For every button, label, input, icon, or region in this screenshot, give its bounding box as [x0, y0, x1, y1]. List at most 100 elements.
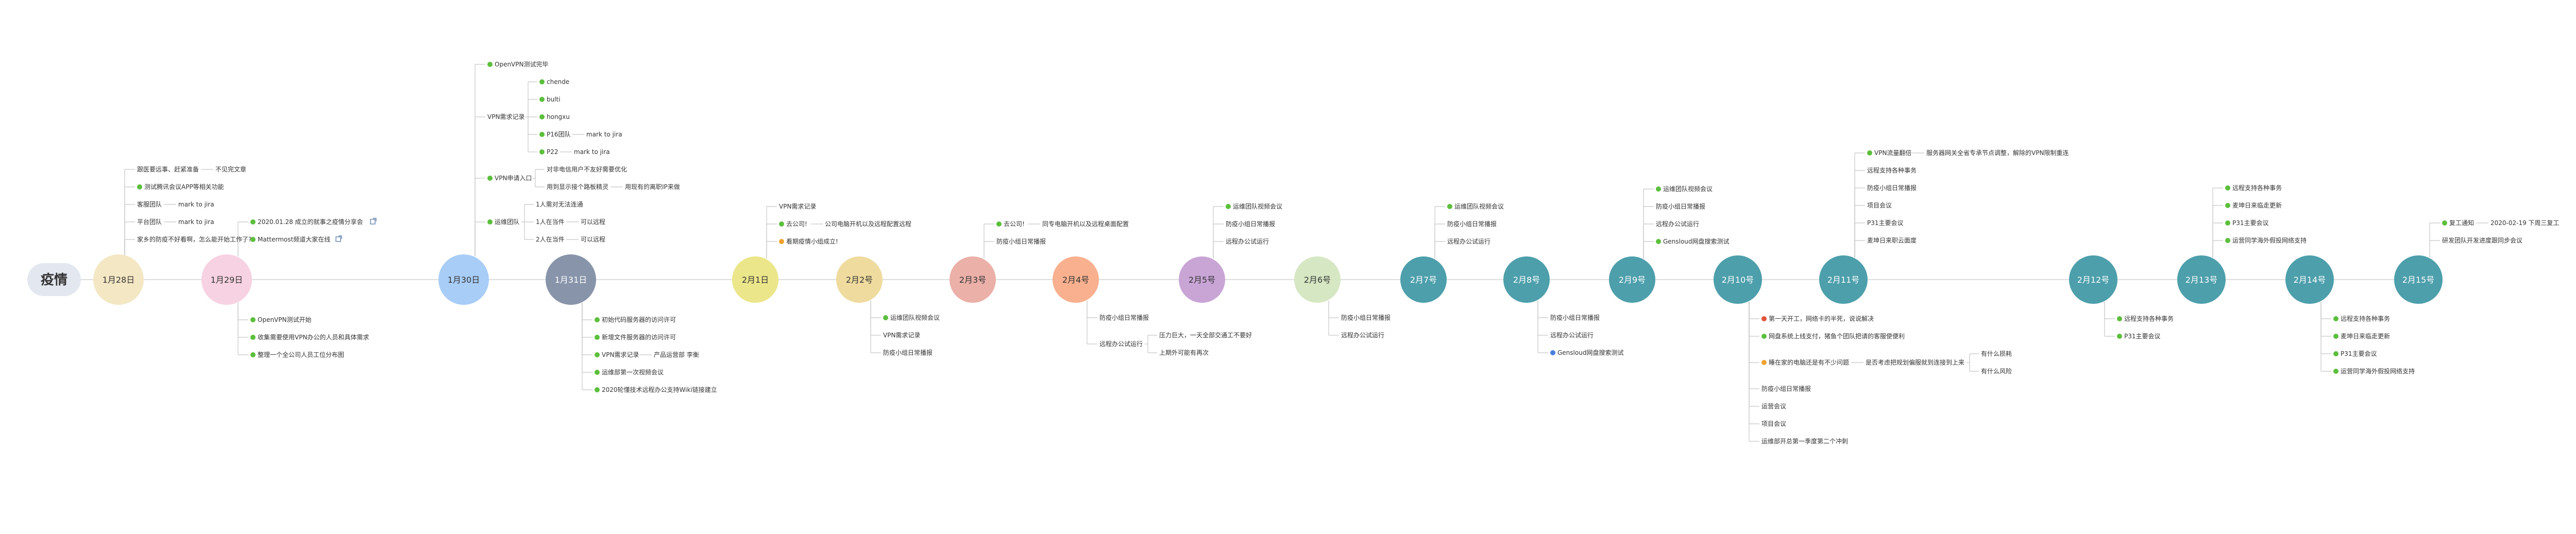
topic-label[interactable]: 运营会议: [1761, 403, 1786, 410]
date-node[interactable]: [1609, 256, 1655, 303]
topic-label[interactable]: 麦坤日来临走更新: [2232, 201, 2282, 209]
topic-label[interactable]: 家乡的防疫不好看啊，怎么能开始工作了?: [137, 235, 251, 243]
topic-label[interactable]: 防疫小组日常播报: [1341, 314, 1391, 321]
topic-label[interactable]: 压力巨大，一天全部交通工不要好: [1159, 331, 1252, 339]
topic-label[interactable]: 用现有的离职IP来做: [625, 183, 680, 191]
topic-label[interactable]: 睡在家的电脑还是有不少问题: [1769, 358, 1849, 366]
topic-label[interactable]: P31主要会议: [2124, 333, 2161, 340]
topic-label[interactable]: 运维团队视频会议: [1454, 202, 1504, 210]
topic-label[interactable]: 远程支持各种事务: [2124, 315, 2174, 322]
date-node[interactable]: [1819, 255, 1868, 304]
topic-label[interactable]: 研发团队开发进度跟同步会议: [2442, 236, 2522, 244]
topic-label[interactable]: 2020-02-19 下周三复工: [2490, 219, 2560, 227]
topic-label[interactable]: 运维团队视频会议: [890, 314, 940, 321]
topic-label[interactable]: 客服团队: [137, 200, 162, 208]
topic-label[interactable]: mark to jira: [574, 148, 610, 156]
topic-label[interactable]: 防疫小组日常播报: [1226, 220, 1275, 228]
topic-label[interactable]: 有什么风险: [1981, 367, 2012, 375]
topic-label[interactable]: P31主要会议: [2232, 219, 2269, 227]
date-node[interactable]: [93, 254, 144, 305]
date-node[interactable]: [1503, 256, 1550, 303]
topic-label[interactable]: 远程办公试运行: [1550, 331, 1594, 339]
topic-label[interactable]: 2020轮懂技术远程办公支持Wiki链接建立: [602, 386, 717, 393]
topic-label[interactable]: 跟医要远事、赶紧准备: [137, 166, 199, 173]
topic-label[interactable]: VPN需求记录: [487, 113, 524, 120]
topic-label[interactable]: 远程办公试运行: [1226, 237, 1269, 245]
date-node[interactable]: [2394, 255, 2443, 304]
date-node[interactable]: [1400, 256, 1447, 303]
topic-label[interactable]: 用到显示接个路板精灵: [547, 183, 608, 191]
topic-label[interactable]: 同专电脑开机以及远程桌面配置: [1042, 220, 1129, 228]
topic-label[interactable]: 看期疫情小组成立!: [786, 237, 838, 245]
date-node[interactable]: [201, 254, 252, 305]
topic-label[interactable]: 运维团队视频会议: [1233, 202, 1282, 210]
topic-label[interactable]: 初始代码服务器的访问许可: [602, 316, 676, 323]
topic-label[interactable]: 远程支持各种事务: [1867, 166, 1917, 174]
topic-label[interactable]: 远程支持各种事务: [2232, 184, 2282, 192]
topic-label[interactable]: 对非电信用户不友好需要优化: [547, 165, 627, 173]
topic-label[interactable]: 防疫小组日常播报: [996, 237, 1046, 245]
date-node[interactable]: [836, 256, 883, 303]
date-node[interactable]: [1714, 255, 1762, 304]
topic-label[interactable]: 运维部第一次视频会议: [602, 368, 664, 376]
topic-label[interactable]: 防疫小组日常播报: [1447, 220, 1497, 228]
topic-label[interactable]: hongxu: [547, 113, 570, 120]
topic-label[interactable]: P22: [547, 148, 558, 156]
topic-label[interactable]: 不见完文章: [215, 165, 246, 173]
topic-label[interactable]: mark to jira: [178, 218, 214, 226]
topic-label[interactable]: mark to jira: [586, 131, 622, 138]
date-node[interactable]: [546, 254, 596, 305]
topic-label[interactable]: 防疫小组日常播报: [1761, 385, 1811, 392]
topic-label[interactable]: OpenVPN测试完毕: [495, 60, 548, 68]
topic-label[interactable]: 上期外可能有再次: [1159, 349, 1209, 356]
topic-label[interactable]: P31主要会议: [2341, 350, 2377, 357]
date-node[interactable]: [1294, 256, 1341, 303]
topic-label[interactable]: 是否考虑把规划偏服就到连接到上来: [1866, 358, 1964, 366]
date-node[interactable]: [438, 254, 489, 305]
topic-label[interactable]: 1人需对无法连通: [536, 200, 583, 208]
topic-label[interactable]: 防疫小组日常播报: [1867, 184, 1917, 192]
topic-label[interactable]: 第一天开工，网络卡的半死，说说解决: [1769, 315, 1874, 322]
topic-label[interactable]: 可以远程: [581, 218, 605, 226]
topic-label[interactable]: VPN需求记录: [883, 332, 920, 339]
topic-label[interactable]: 产品运营部 李衡: [654, 351, 699, 358]
topic-label[interactable]: 麦坤日来职云面度: [1867, 236, 1917, 244]
topic-label[interactable]: 2人在当件: [536, 236, 565, 243]
topic-label[interactable]: 测试腾讯会议APP等相关功能: [144, 183, 224, 191]
root-topic[interactable]: [27, 263, 81, 296]
external-link-icon[interactable]: [370, 219, 376, 225]
topic-label[interactable]: 运维团队视频会议: [1663, 185, 1713, 193]
topic-label[interactable]: P16团队: [547, 130, 571, 138]
topic-label[interactable]: 远程办公试运行: [1656, 220, 1699, 228]
date-node[interactable]: [1053, 256, 1099, 303]
topic-label[interactable]: 防疫小组日常播报: [883, 349, 933, 356]
topic-label[interactable]: 有什么损耗: [1981, 350, 2012, 357]
topic-label[interactable]: 麦坤日来临走更新: [2341, 332, 2390, 340]
topic-label[interactable]: 可以远程: [581, 235, 605, 243]
topic-label[interactable]: 运营同学海外假投网络支持: [2232, 236, 2307, 244]
topic-label[interactable]: 去公司!: [786, 220, 807, 228]
topic-label[interactable]: 1人在当件: [536, 218, 565, 226]
topic-label[interactable]: Mattermost频道大家在线: [258, 235, 330, 243]
topic-label[interactable]: 运维团队: [495, 218, 519, 226]
topic-label[interactable]: 服务器网关全省专承节点调整，解除的VPN限制重连: [1926, 149, 2069, 157]
topic-label[interactable]: 运营同学海外假投网络支持: [2341, 367, 2415, 375]
topic-label[interactable]: VPN申请入口: [495, 175, 532, 182]
topic-label[interactable]: Gensloud网盘搜索测试: [1557, 349, 1623, 356]
topic-label[interactable]: 整理一个全公司人员工位分布图: [258, 351, 344, 358]
topic-label[interactable]: 运维部开总第一季度第二个冲刺: [1761, 437, 1848, 445]
external-link-icon[interactable]: [335, 236, 341, 242]
topic-label[interactable]: 公司电脑开机以及远程配置远程: [825, 220, 911, 228]
topic-label[interactable]: 项目会议: [1867, 202, 1892, 209]
topic-label[interactable]: chende: [547, 78, 569, 85]
topic-label[interactable]: Gensloud网盘搜索测试: [1663, 237, 1729, 245]
topic-label[interactable]: VPN流量翻倍: [1874, 149, 1911, 157]
topic-label[interactable]: OpenVPN测试开始: [258, 316, 311, 323]
topic-label[interactable]: 远程办公试运行: [1099, 340, 1143, 348]
date-node[interactable]: [2177, 255, 2226, 304]
topic-label[interactable]: P31主要会议: [1867, 219, 1904, 227]
topic-label[interactable]: 远程办公试运行: [1447, 237, 1490, 245]
topic-label[interactable]: 新增文件服务器的访问许可: [602, 333, 676, 341]
topic-label[interactable]: 去公司!: [1004, 220, 1025, 228]
date-node[interactable]: [2285, 255, 2334, 304]
